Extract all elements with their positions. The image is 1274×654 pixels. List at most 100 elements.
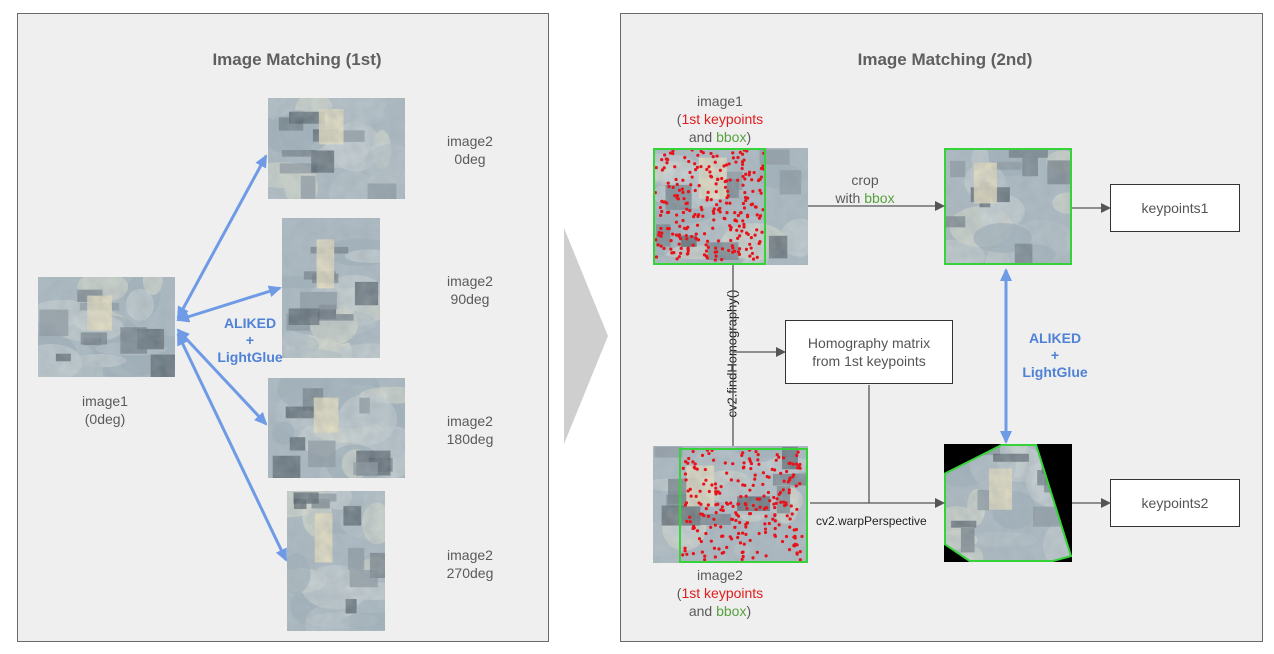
right-image2-label: image2 (1st keypoints and bbox) <box>660 566 780 620</box>
keypoint-dot <box>703 558 707 562</box>
keypoint-dot <box>796 450 800 454</box>
keypoint-dot <box>744 198 748 203</box>
keypoint-dot <box>736 250 741 254</box>
keypoint-dot <box>713 555 717 559</box>
keypoint-dot <box>758 505 762 509</box>
keypoint-dot <box>663 153 667 157</box>
rotation-name: image2 <box>447 133 493 149</box>
keypoint-dot <box>694 232 698 236</box>
keypoint-dot <box>741 219 745 223</box>
keypoint-dot <box>705 198 709 202</box>
keypoint-dot <box>657 230 661 235</box>
keypoints-text: 1st keypoints <box>681 111 764 127</box>
rotation-label-0: image2 0deg <box>430 132 510 168</box>
keypoint-dot <box>785 469 789 474</box>
right-method-label: ALIKED + LightGlue <box>1010 330 1100 381</box>
keypoint-dot <box>724 201 729 205</box>
keypoint-dot <box>688 170 692 174</box>
keypoint-dot <box>792 543 796 548</box>
rotation-name: image2 <box>447 413 493 429</box>
keypoint-dot <box>798 482 802 486</box>
keypoint-dot <box>741 201 746 206</box>
keypoint-dot <box>779 500 783 504</box>
keypoint-dot <box>654 255 659 259</box>
keypoint-dot <box>693 462 697 466</box>
keypoint-dot <box>744 525 748 529</box>
keypoint-dot <box>773 506 777 510</box>
keypoint-dot <box>755 213 759 217</box>
keypoint-dot <box>656 243 660 247</box>
keypoint-dot <box>683 546 687 550</box>
keypoint-dot <box>729 501 733 505</box>
keypoint-dot <box>703 554 707 558</box>
keypoint-dot <box>741 531 745 535</box>
warp-result-tile <box>944 444 1072 562</box>
keypoint-dot <box>773 533 777 537</box>
keypoint-dot <box>741 554 745 559</box>
crop-label: crop with bbox <box>820 171 910 207</box>
keypoint-dot <box>688 520 692 524</box>
keypoint-dot <box>697 501 701 505</box>
keypoint-dot <box>795 551 799 555</box>
aerial-image <box>38 277 175 377</box>
keypoint-dot <box>758 239 762 244</box>
keypoint-dot <box>748 254 752 258</box>
keypoint-dot <box>778 490 783 495</box>
keypoint-dot <box>741 183 745 187</box>
rotation-angle: 270deg <box>446 565 494 581</box>
keypoint-dot <box>752 170 756 175</box>
image2-90deg-tile <box>282 218 380 358</box>
keypoint-dot <box>719 484 723 489</box>
keypoint-dot <box>756 458 760 462</box>
keypoint-dot <box>733 210 737 215</box>
keypoint-dot <box>708 170 712 174</box>
keypoint-dot <box>695 223 700 227</box>
keypoint-dot <box>763 530 768 534</box>
keypoint-dot <box>682 197 686 201</box>
keypoint-dot <box>719 525 723 529</box>
keypoint-dot <box>712 207 716 211</box>
keypoint-dot <box>669 247 673 251</box>
keypoint-dot <box>691 524 696 528</box>
keypoint-dot <box>772 502 776 506</box>
keypoint-dot <box>688 208 692 213</box>
keypoint-dot <box>674 177 678 182</box>
keypoint-dot <box>694 237 699 241</box>
keypoint-dot <box>763 527 768 531</box>
keypoint-dot <box>677 188 682 192</box>
keypoint-dot <box>749 203 753 207</box>
keypoint-dot <box>691 449 695 454</box>
keypoint-dot <box>749 246 753 250</box>
keypoint-dot <box>733 525 737 530</box>
keypoint-dot <box>761 208 765 212</box>
keypoint-dot <box>753 205 758 209</box>
rotation-label-90: image2 90deg <box>430 272 510 308</box>
keypoint-dot <box>711 226 715 230</box>
keypoint-dot <box>744 231 749 235</box>
keypoint-dot <box>792 473 796 477</box>
keypoint-dot <box>712 458 716 462</box>
keypoint-dot <box>705 167 709 172</box>
keypoint-dot <box>683 156 687 160</box>
keypoint-dot <box>727 162 731 166</box>
keypoint-dot <box>792 535 796 539</box>
keypoint-dot <box>720 534 724 538</box>
keypoint-dot <box>671 151 675 156</box>
keypoint-dot <box>788 525 792 529</box>
keypoint-dot <box>731 462 735 466</box>
keypoint-dot <box>748 242 752 246</box>
keypoint-dot <box>728 535 732 539</box>
keypoint-dot <box>754 449 758 454</box>
keypoint-dot <box>704 531 708 536</box>
aerial-image <box>653 148 808 265</box>
keypoint-dot <box>728 224 732 228</box>
keypoint-dot <box>730 244 735 248</box>
keypoint-dot <box>759 191 763 195</box>
keypoint-dot <box>724 179 729 183</box>
keypoint-dot <box>660 209 664 214</box>
keypoint-dot <box>666 181 670 185</box>
keypoint-dot <box>789 504 793 508</box>
keypoint-dot <box>717 547 721 551</box>
keypoint-dot <box>742 206 747 210</box>
keypoint-dot <box>725 211 729 215</box>
